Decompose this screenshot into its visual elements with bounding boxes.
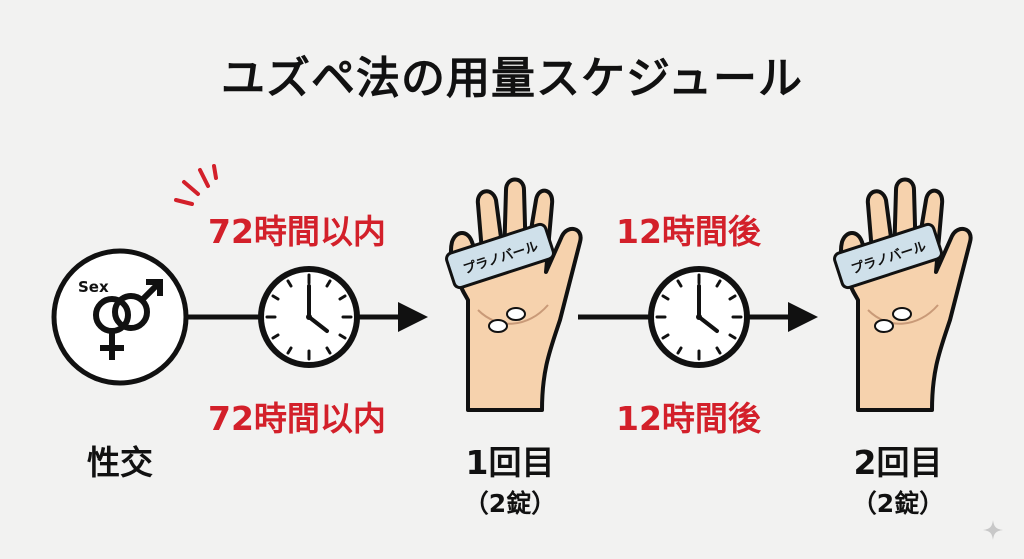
interval-1-bottom-label: 72時間以内 — [208, 399, 386, 438]
sex-icon-text: Sex — [78, 278, 109, 296]
interval-2-bottom-label: 12時間後 — [616, 399, 761, 438]
dose-1-sub-label: （2錠） — [463, 489, 557, 518]
hand-icon-2 — [839, 177, 973, 412]
hand-icon-1 — [449, 177, 583, 412]
arrow-head-1 — [398, 302, 428, 332]
page-title: ユズペ法の用量スケジュール — [221, 53, 803, 104]
pill-card-1 — [445, 222, 555, 290]
gender-symbol-icon — [51, 248, 189, 386]
interval-1-top-label: 72時間以内 — [208, 212, 386, 251]
sparkle-icon — [983, 520, 1003, 540]
clock-icon-2 — [648, 266, 750, 368]
dose-2-label: 2回目 — [853, 443, 943, 482]
pills-icon-2 — [874, 307, 912, 333]
pill-card-2 — [833, 222, 943, 290]
interval-2-top-label: 12時間後 — [616, 212, 761, 251]
dose-1-label: 1回目 — [465, 443, 555, 482]
clock-icon-1 — [258, 266, 360, 368]
dose-2-sub-label: （2錠） — [851, 489, 945, 518]
arrow-head-2 — [788, 302, 818, 332]
pills-icon-1 — [488, 307, 526, 333]
attention-burst-icon — [174, 164, 218, 206]
sex-label: 性交 — [87, 443, 153, 482]
